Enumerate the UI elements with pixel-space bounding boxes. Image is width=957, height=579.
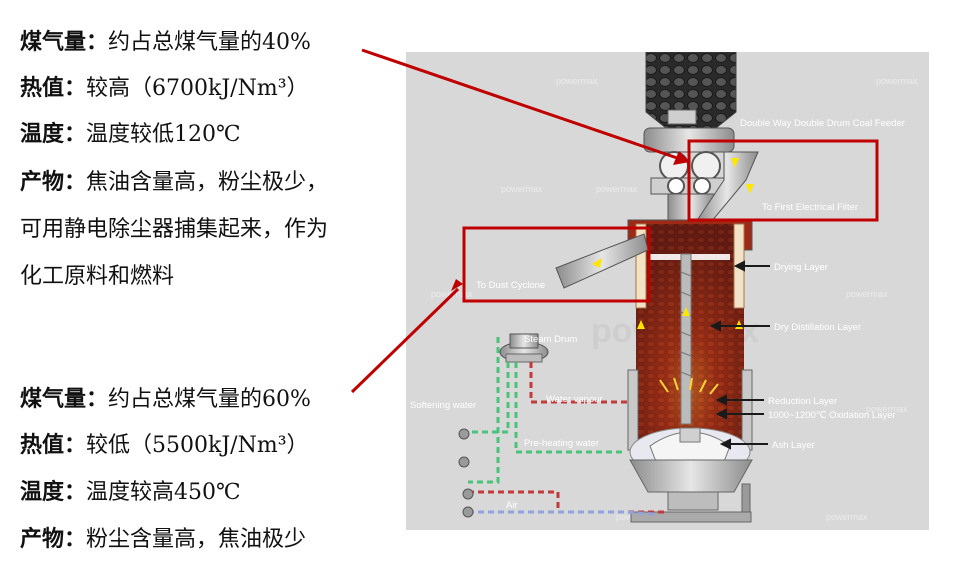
piping [468, 337, 668, 516]
reactor-shell [627, 219, 753, 451]
ash-chamber [629, 427, 753, 523]
gasifier-svg: powermax powermax powermax powermax powe… [410, 52, 918, 523]
svg-text:powermax: powermax [826, 512, 868, 522]
lower-product: 产物：粉尘含量高，焦油极少 [20, 527, 307, 552]
lower-temperature: 温度：温度较高450℃ [20, 480, 241, 505]
svg-text:powermax: powermax [556, 76, 598, 86]
label-softening-water: Softening water [410, 400, 476, 411]
steam-drum [499, 333, 549, 363]
svg-text:powermax: powermax [876, 76, 918, 86]
lower-gas-amount: 煤气量：约占总煤气量的60% [20, 387, 311, 412]
label-reduction-layer: Reduction Layer [768, 396, 837, 407]
upper-heat-value: 热值：较高（6700kJ/Nm³） [20, 76, 309, 101]
label-steam-drum: Steam Drum [524, 334, 577, 345]
label-drying-layer: Drying Layer [774, 262, 828, 273]
coal-hopper [645, 52, 737, 133]
label-air: Air [506, 500, 518, 511]
svg-text:powermax: powermax [866, 404, 908, 414]
label-preheating-water: Pre-heating water [524, 438, 599, 449]
lower-heat-value: 热值：较低（5500kJ/Nm³） [20, 433, 309, 458]
label-oxidation-layer: 1000~1200℃ Oxidation Layer [768, 410, 896, 421]
label-first-filter: To First Electrical Filter [762, 202, 858, 213]
svg-text:powermax: powermax [846, 289, 888, 299]
upper-gas-amount: 煤气量：约占总煤气量的40% [20, 30, 311, 55]
label-dry-distillation: Dry Distillation Layer [774, 322, 861, 333]
upper-product-line3: 化工原料和燃料 [20, 264, 175, 289]
valves [458, 428, 474, 518]
svg-text:powermax: powermax [596, 184, 638, 194]
label-ash-layer: Ash Layer [772, 440, 815, 451]
label-coal-feeder: Double Way Double Drum Coal Feeder [740, 118, 905, 129]
lower-gas-outlet [555, 233, 649, 289]
upper-product: 产物：焦油含量高，粉尘极少， [20, 170, 329, 195]
svg-text:powermax: powermax [501, 184, 543, 194]
label-dust-cyclone: To Dust Cyclone [476, 280, 545, 291]
gasifier-diagram: powermax powermax powermax powermax powe… [406, 52, 929, 530]
upper-product-line2: 可用静电除尘器捕集起来，作为 [20, 217, 329, 242]
svg-text:powermax: powermax [431, 289, 473, 299]
layer-pointers [709, 260, 770, 450]
label-water-vapour: Water vapour [546, 394, 603, 405]
upper-temperature: 温度：温度较低120℃ [20, 122, 241, 147]
